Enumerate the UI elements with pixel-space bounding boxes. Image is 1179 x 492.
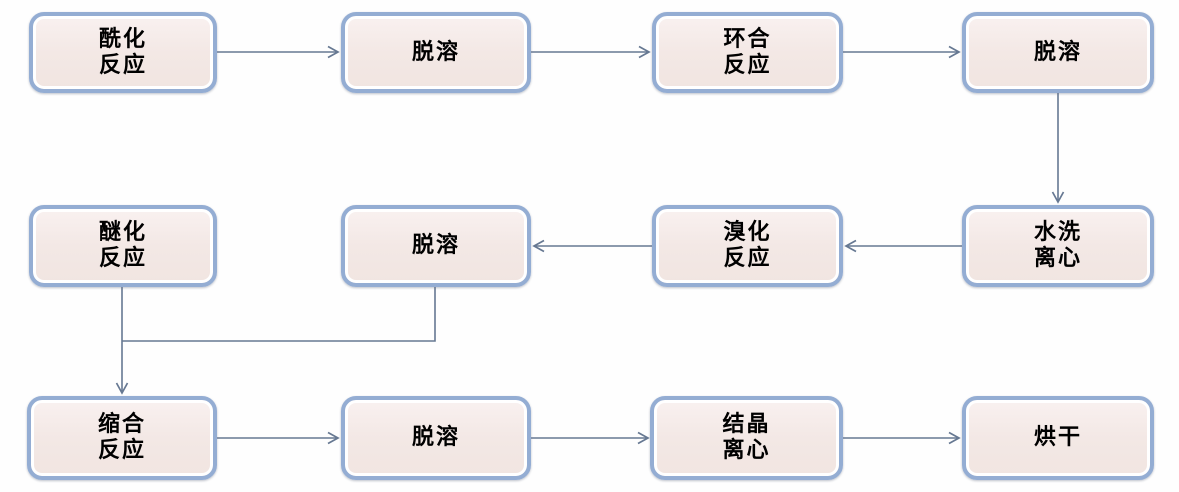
flow-node-cyclization: 环合 反应 [652, 12, 843, 93]
flow-node-crystallization-centrifuge: 结晶 离心 [650, 396, 843, 480]
flow-node-wash-centrifuge: 水洗 离心 [962, 205, 1154, 287]
flow-node-desolvent-4: 脱溶 [341, 396, 531, 480]
edge-desolvent-3-elbow [122, 287, 436, 342]
flow-node-drying: 烘干 [962, 396, 1154, 480]
flow-node-acylation: 酰化 反应 [29, 12, 217, 93]
flow-node-desolvent-2: 脱溶 [962, 12, 1154, 93]
flow-node-bromination: 溴化 反应 [652, 205, 843, 287]
flow-node-condensation: 缩合 反应 [27, 396, 217, 480]
flow-node-etherification: 醚化 反应 [29, 205, 217, 287]
flow-node-desolvent-3: 脱溶 [341, 205, 531, 287]
flow-node-desolvent-1: 脱溶 [341, 12, 531, 93]
